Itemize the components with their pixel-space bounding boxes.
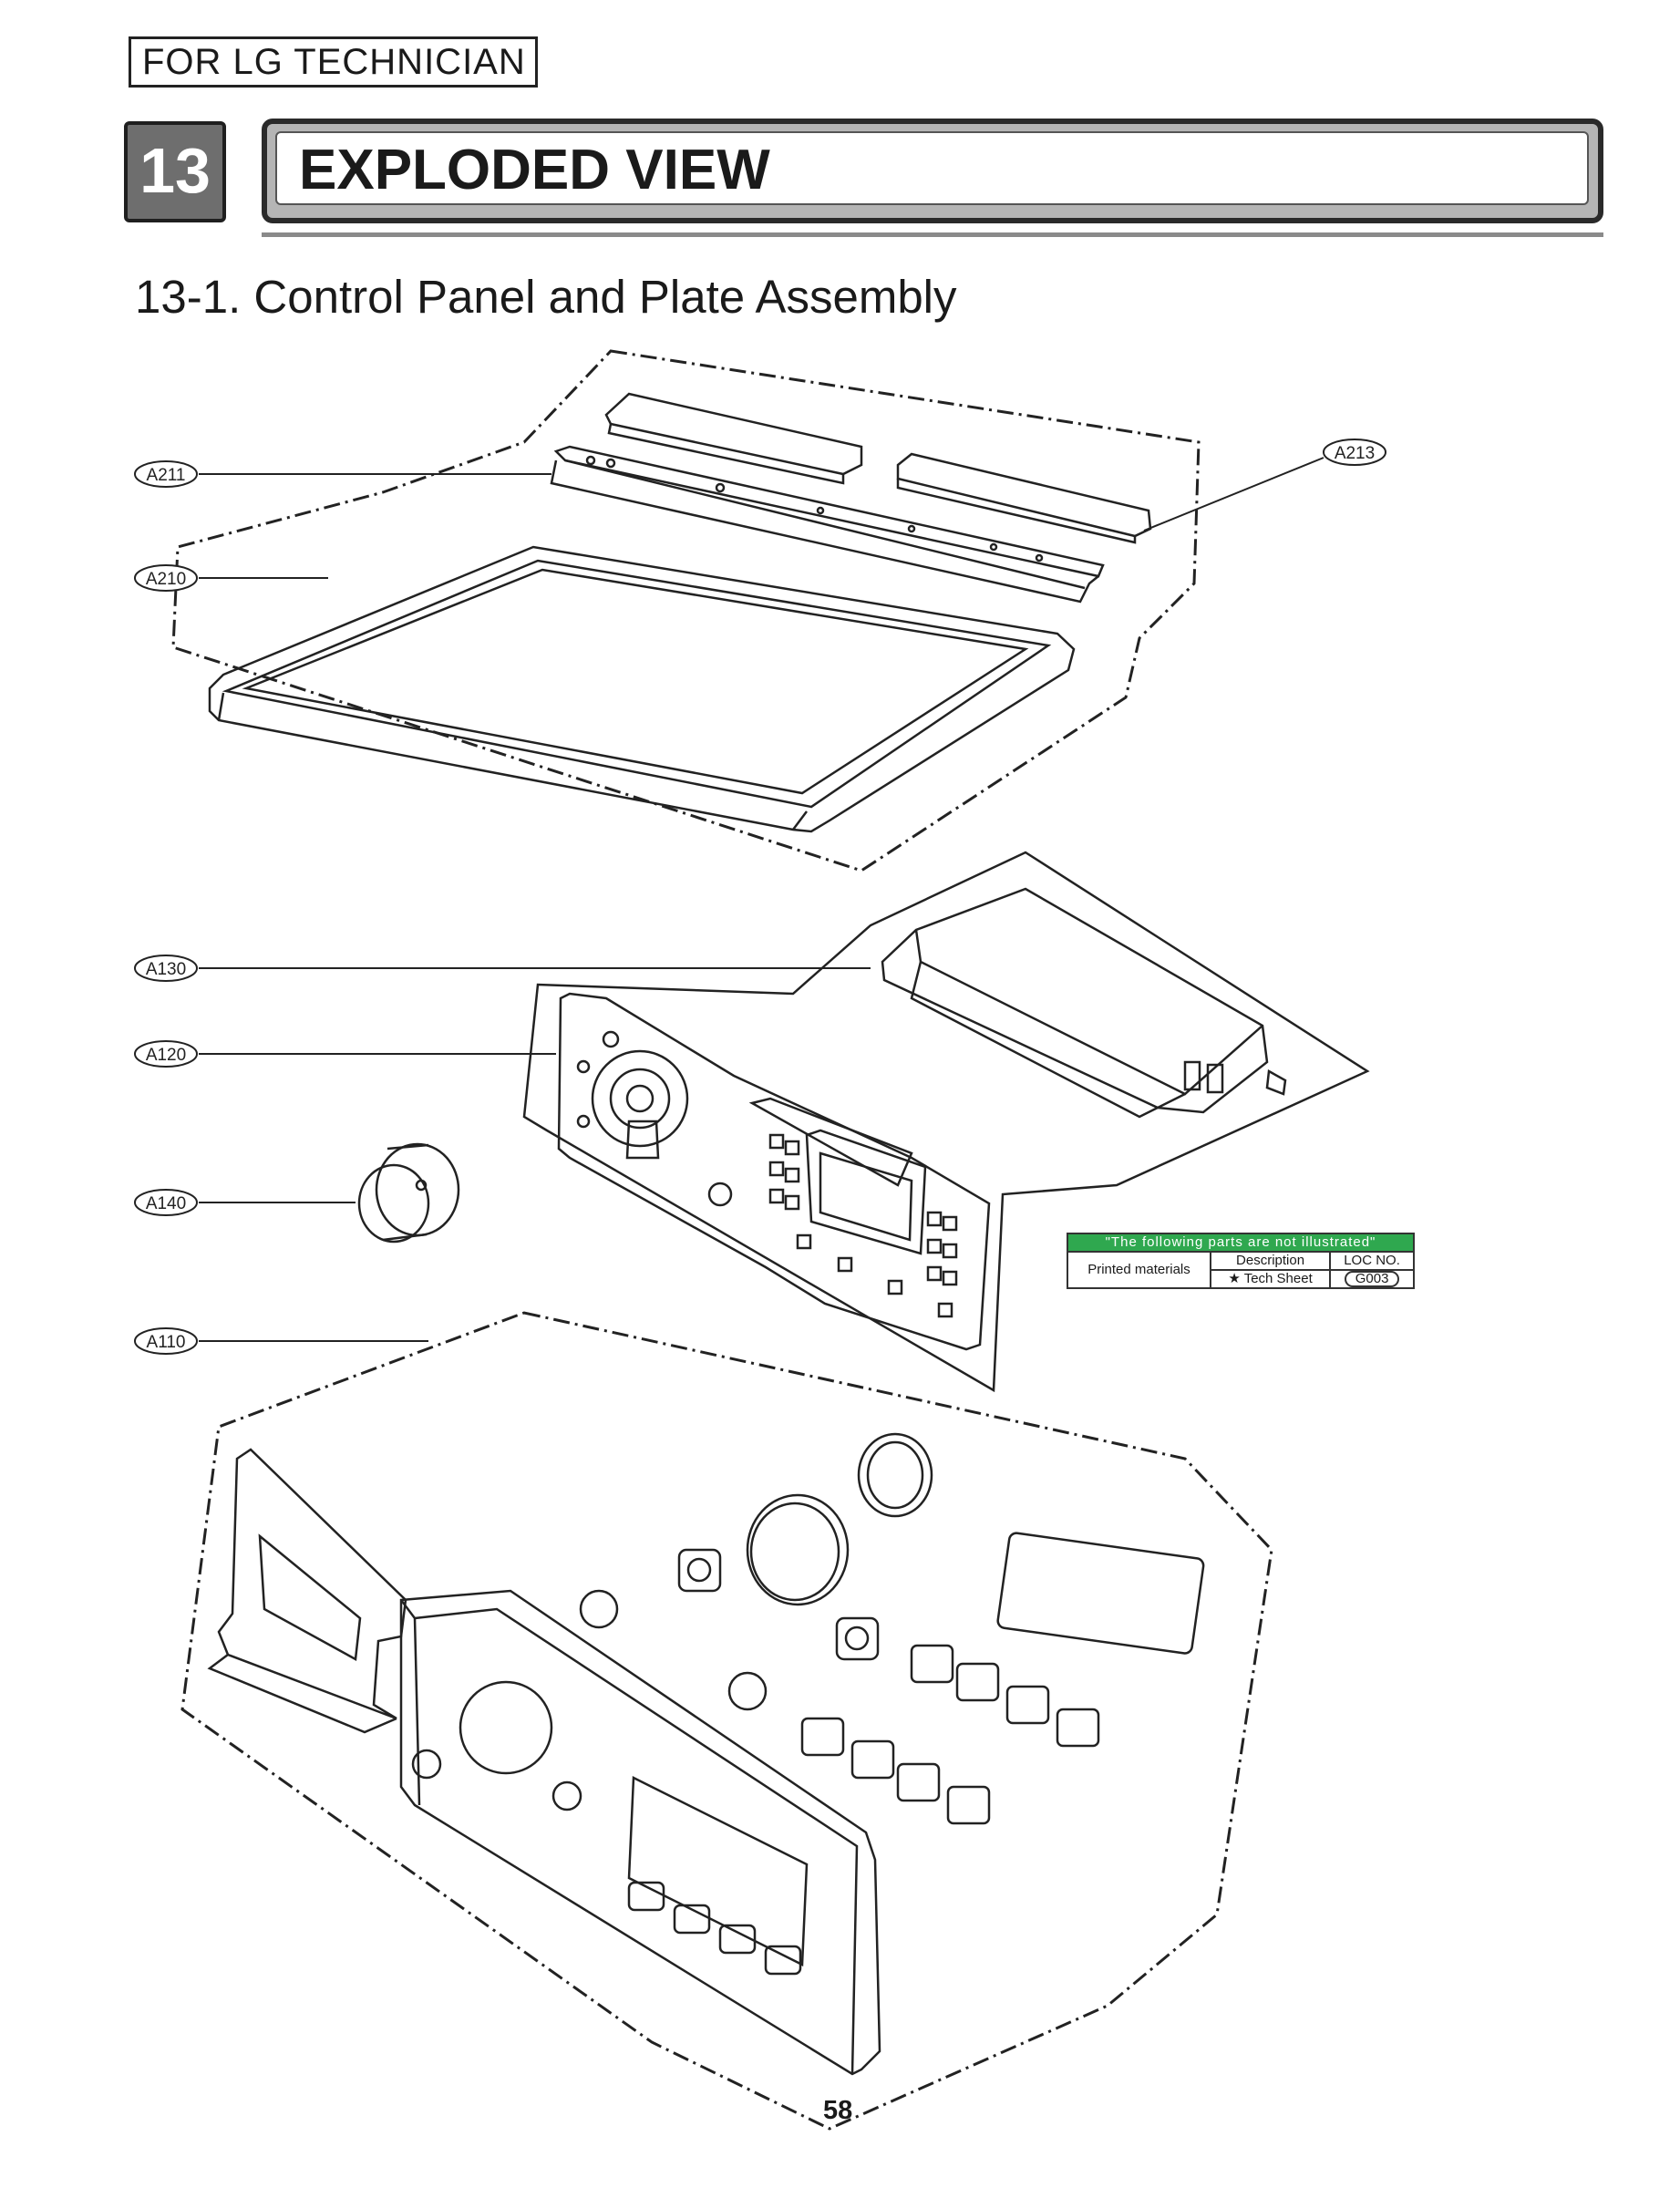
not-illustrated-note: "The following parts are not illustrated… [1067, 1233, 1415, 1253]
callout-a110: A110 [147, 1333, 186, 1352]
pcb-a130-part [881, 887, 1287, 1119]
chapter-title-frame: EXPLODED VIEW [262, 119, 1603, 223]
page-number: 58 [823, 2096, 853, 2125]
callout-a120: A120 [146, 1046, 186, 1065]
callout-a210: A210 [146, 570, 186, 589]
description-header: Description [1209, 1251, 1332, 1271]
knob-a140-part [357, 1142, 460, 1244]
top-group-boundary [171, 349, 1201, 872]
callout-a130: A130 [146, 960, 186, 979]
callout-a211: A211 [147, 466, 186, 485]
bottom-group-boundary [180, 1311, 1273, 2131]
callout-a213: A213 [1335, 444, 1375, 463]
control-panel-a110-part [207, 1448, 881, 2076]
section-title: 13-1. Control Panel and Plate Assembly [135, 271, 957, 323]
bracket-a211-part [550, 445, 1105, 604]
header-rule [262, 232, 1603, 237]
top-plate-a210-part [208, 545, 1076, 833]
loc-number-cell: G003 [1329, 1269, 1415, 1289]
printed-materials-table: "The following parts are not illustrated… [1067, 1233, 1415, 1289]
chapter-title: EXPLODED VIEW [275, 131, 1589, 205]
chapter-number: 13 [124, 121, 226, 222]
loc-number: G003 [1344, 1271, 1400, 1287]
callout-a140: A140 [146, 1194, 186, 1213]
technician-label: FOR LG TECHNICIAN [129, 36, 538, 88]
printed-materials-label: Printed materials [1067, 1251, 1211, 1289]
panel-components [579, 1432, 1205, 1825]
cover-a213-part [604, 392, 1152, 544]
leader-lines [199, 457, 1324, 1342]
loc-header: LOC NO. [1329, 1251, 1415, 1271]
middle-group-boundary [522, 851, 1370, 1393]
tech-sheet-description: ★ Tech Sheet [1209, 1269, 1332, 1289]
dial-panel-a120-part [557, 992, 991, 1351]
